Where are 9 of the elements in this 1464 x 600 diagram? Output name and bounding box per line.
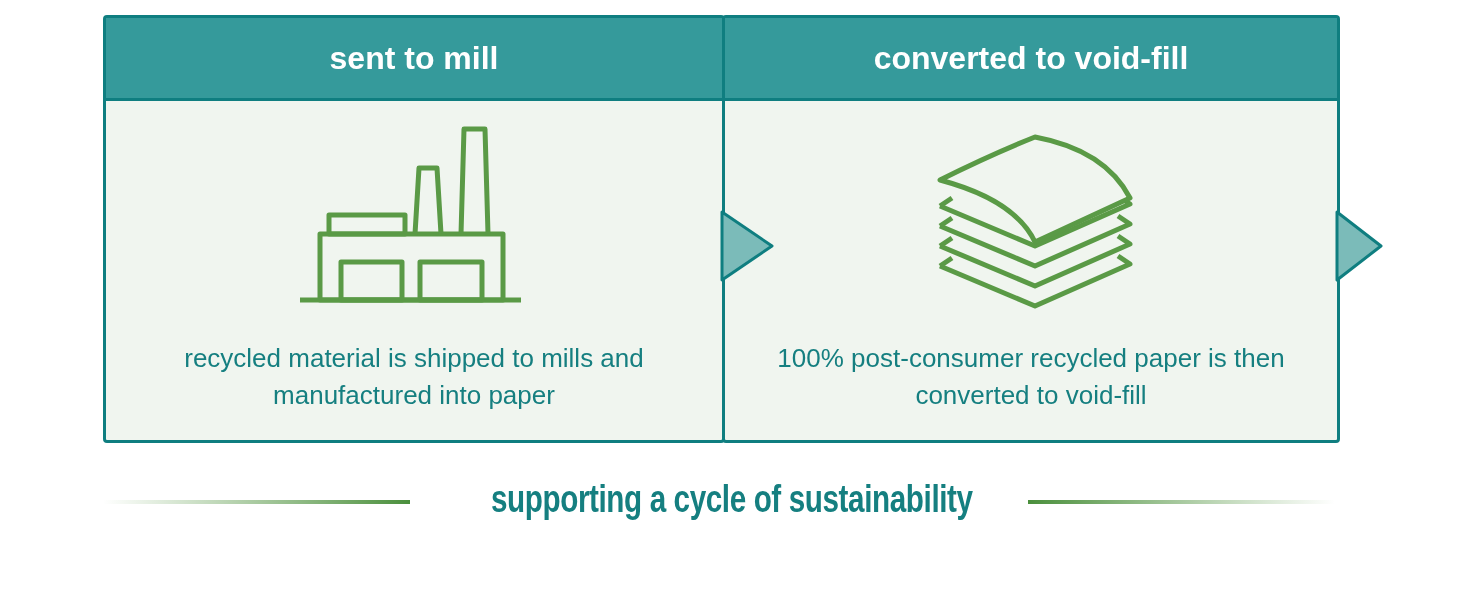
tagline: supporting a cycle of sustainability: [491, 478, 973, 521]
step-panel: [722, 15, 1340, 443]
chevron-arrow: [1335, 210, 1383, 282]
step-panel: [103, 15, 725, 443]
step-heading: sent to mill: [329, 39, 499, 77]
step-heading: converted to void-fill: [873, 39, 1189, 77]
step-description: recycled material is shipped to mills and manufactured into paper: [183, 342, 645, 412]
chevron-arrow: [720, 210, 774, 282]
step-description: 100% post-consumer recycled paper is then converted to void-fill: [776, 342, 1286, 412]
